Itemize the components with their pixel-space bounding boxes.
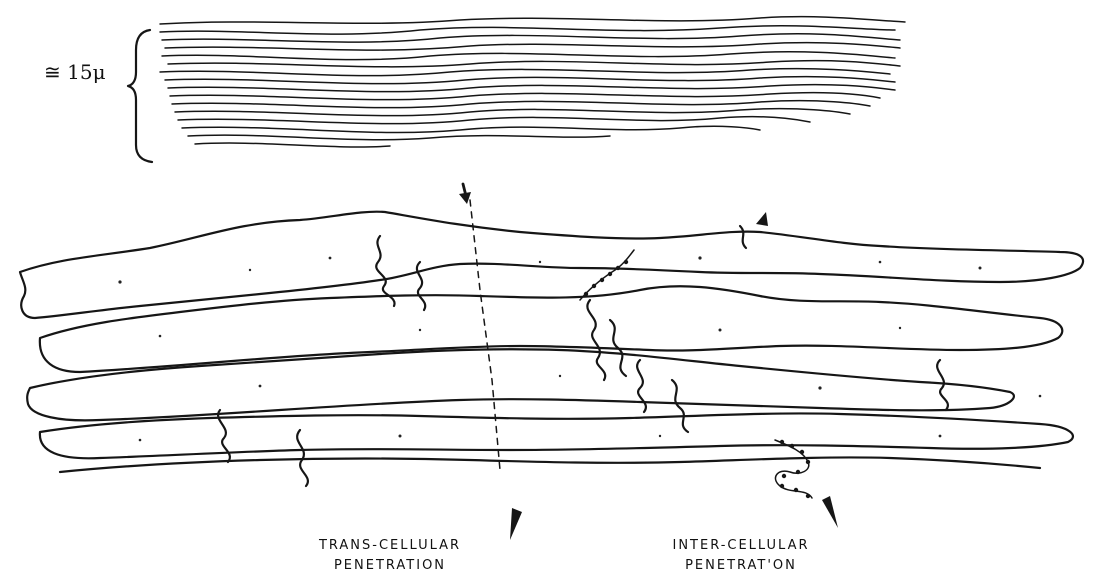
trans-cellular-penetration-path [470,200,500,470]
inter-cellular-arrow-icon [822,496,838,528]
trans-cellular-arrow-icon [510,508,522,540]
arrow-icon [459,184,471,204]
inter-cellular-label-line2: PENETRAT'ON [626,556,856,576]
cell-outline-2 [40,286,1062,372]
trans-cellular-label-line1: TRANS-CELLULAR [280,536,500,556]
scale-label: ≅ 15μ [44,60,106,84]
cell-outline-5 [60,457,1040,472]
cell-outline-1 [20,212,1083,318]
trans-cellular-label-line2: PENETRATION [280,556,500,576]
inter-cellular-label-line1: INTER-CELLULAR [626,536,856,556]
trans-cellular-label: TRANS-CELLULAR PENETRATION [280,536,500,576]
cell-outline-4 [40,413,1073,458]
inter-cellular-label: INTER-CELLULAR PENETRAT'ON [626,536,856,576]
compact-layer-stack [160,17,905,147]
swollen-corneocyte-layers [20,212,1083,472]
scale-brace [128,30,152,162]
arrowhead-icon [756,212,768,226]
cell-outline-3 [27,349,1014,420]
